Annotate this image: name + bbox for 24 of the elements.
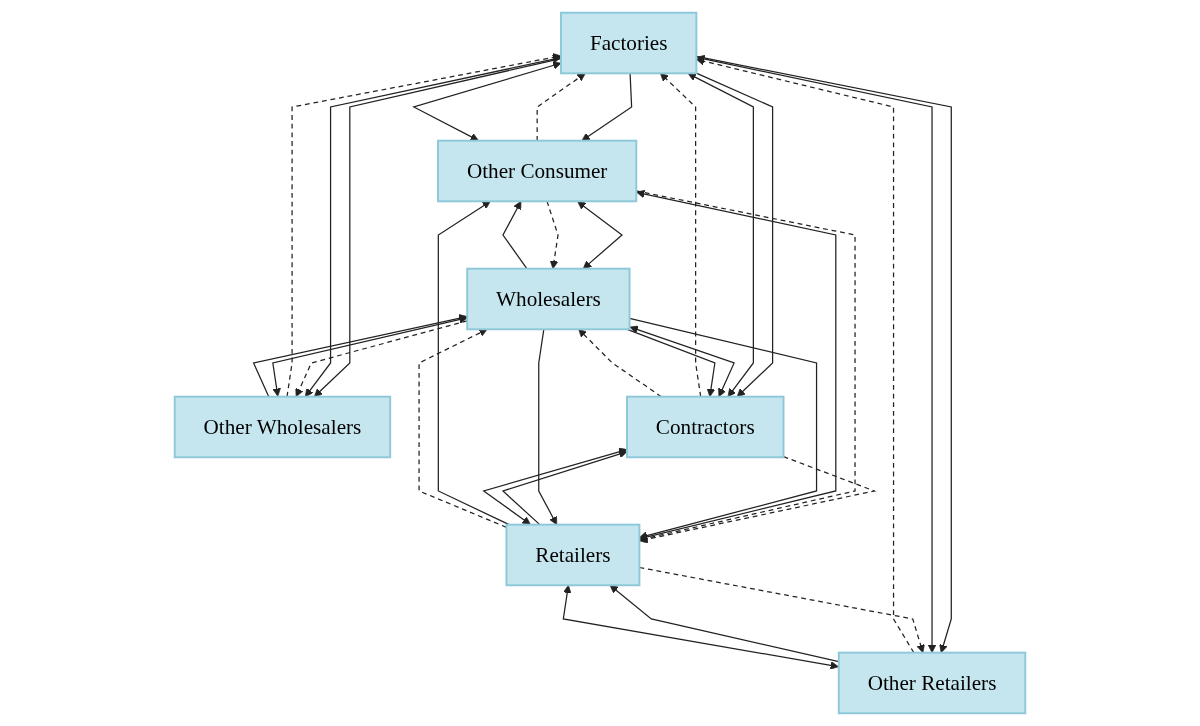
arrow xyxy=(628,317,818,540)
arrow xyxy=(695,72,774,398)
arrow xyxy=(629,325,735,398)
arrow xyxy=(538,328,558,526)
arrow xyxy=(577,201,623,270)
arrow xyxy=(546,200,559,270)
arrow xyxy=(626,328,716,398)
node-box: Other Wholesalers xyxy=(173,395,392,459)
arrow xyxy=(562,584,839,670)
arrow xyxy=(687,73,754,398)
node-box: Contractors xyxy=(626,395,785,459)
arrow xyxy=(536,72,586,142)
arrow xyxy=(581,72,633,142)
node-box: Other Consumer xyxy=(437,139,638,203)
arrow xyxy=(437,200,510,526)
node-box: Factories xyxy=(560,11,698,75)
arrow xyxy=(295,320,468,398)
arrow xyxy=(412,61,562,141)
node-box: Wholesalers xyxy=(466,267,631,331)
node-box: Other Retailers xyxy=(837,651,1027,715)
arrow xyxy=(578,328,662,398)
node-box: Retailers xyxy=(505,523,641,587)
arrow xyxy=(502,200,528,270)
arrow xyxy=(660,72,702,398)
